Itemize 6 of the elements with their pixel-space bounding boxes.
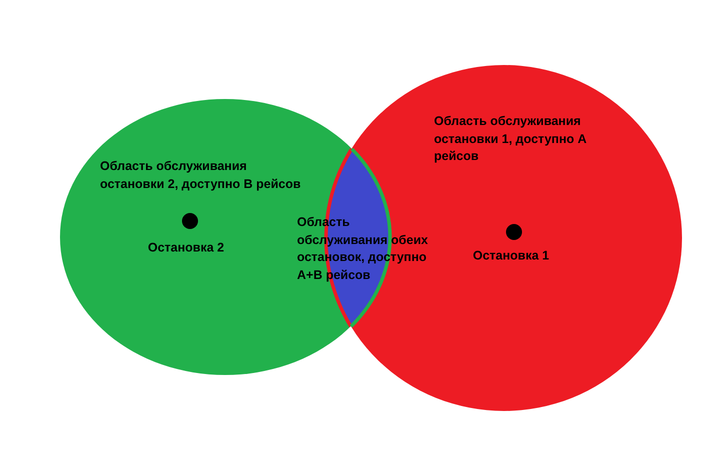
stop-marker-icon: [182, 213, 198, 229]
stop-label: Остановка 1: [472, 248, 550, 264]
stop-label: Остановка 2: [148, 240, 224, 256]
area-label: Область обслуживания остановки 2, доступно B рейсов: [100, 158, 302, 193]
area-label: Область обслуживания остановки 1, доступно A рейсов: [434, 113, 588, 165]
stop-marker-icon: [506, 224, 522, 240]
